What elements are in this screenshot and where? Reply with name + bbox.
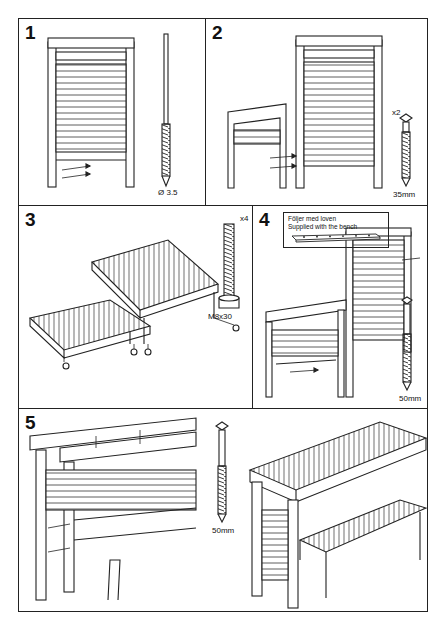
part-label: 50mm xyxy=(212,526,234,535)
step-number: 5 xyxy=(25,412,36,434)
step-panel: 5 xyxy=(18,408,428,612)
bar-part xyxy=(288,231,384,245)
step-number: 2 xyxy=(212,22,223,44)
part-label: M8x30 xyxy=(208,312,232,321)
note-text: Följer med loven xyxy=(288,215,384,223)
step-panel: 1 xyxy=(18,18,206,206)
step-panel: 3 xyxy=(18,205,253,409)
part-label: Ø 3.5 xyxy=(158,188,178,197)
part-label: 50mm xyxy=(399,394,421,403)
note-inset: Följer med lovenSupplied with the bench xyxy=(283,212,389,248)
part-label: x2 xyxy=(392,108,400,117)
step-number: 4 xyxy=(259,209,270,231)
step-number: 1 xyxy=(25,22,36,44)
note-text: Supplied with the bench xyxy=(288,223,384,231)
part-label: x4 xyxy=(240,214,248,223)
step-number: 3 xyxy=(25,209,36,231)
part-label: 35mm xyxy=(393,190,415,199)
step-panel: 4 Följer med lovenSupplied with the bench xyxy=(252,205,428,409)
